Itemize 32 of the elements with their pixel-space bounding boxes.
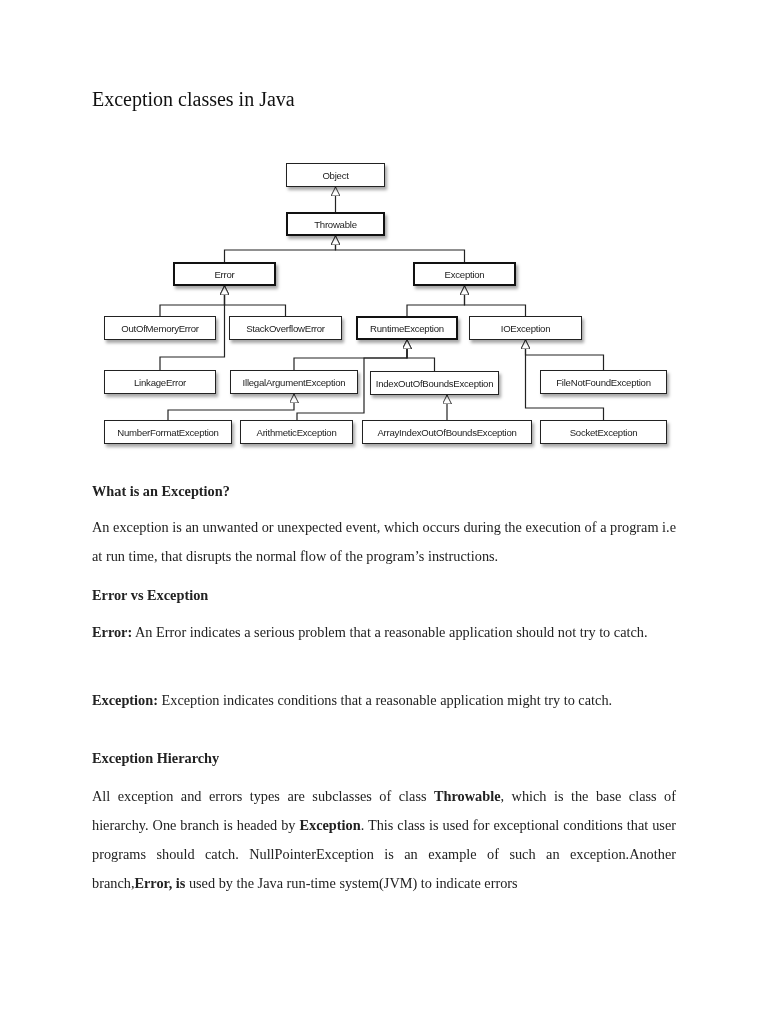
- inheritance-arrow: [167, 393, 299, 421]
- class-box: StackOverflowError: [229, 316, 342, 340]
- section-heading: Exception Hierarchy: [92, 749, 221, 768]
- class-box: OutOfMemoryError: [104, 316, 216, 340]
- paragraph: Error: An Error indicates a serious problem that a reasonable application should not try to catch.: [92, 623, 649, 642]
- class-box: Error: [173, 262, 276, 286]
- paragraph: Exception: Exception indicates conditions that a reasonable application might try to catch.: [92, 691, 614, 710]
- section-heading: Error vs Exception: [92, 586, 210, 605]
- section-heading: What is an Exception?: [92, 482, 231, 501]
- page-title: Exception classes in Java: [92, 88, 295, 111]
- class-box: NumberFormatException: [104, 420, 232, 444]
- inheritance-arrow: [159, 285, 230, 371]
- inheritance-arrow: [330, 186, 341, 213]
- inheritance-arrow: [520, 339, 605, 421]
- class-box: IllegalArgumentException: [230, 370, 358, 394]
- class-box: Exception: [413, 262, 516, 286]
- class-box: LinkageError: [104, 370, 216, 394]
- class-box: RuntimeException: [356, 316, 458, 340]
- class-box: Throwable: [286, 212, 385, 236]
- inheritance-arrow: [296, 339, 412, 421]
- class-box: SocketException: [540, 420, 667, 444]
- class-box: ArithmeticException: [240, 420, 353, 444]
- class-box: IOException: [469, 316, 582, 340]
- inheritance-arrow: [459, 285, 527, 317]
- class-box: ArrayIndexOutOfBoundsException: [362, 420, 532, 444]
- inheritance-arrow: [442, 394, 452, 421]
- class-box: IndexOutOfBoundsException: [370, 371, 499, 395]
- inheritance-arrow: [330, 235, 466, 263]
- paragraph: All exception and errors types are subclasses of class Throwable, which is the base class of hierarchy. One branch is headed by Exception. This class is used for exceptional conditions that user programs should catch. NullPointerException is an example of such an exception.Another branch,Error, is used by the Java run-time system(JVM) to indicate errors: [92, 787, 676, 893]
- class-box: Object: [286, 163, 385, 187]
- class-box: FileNotFoundException: [540, 370, 667, 394]
- paragraph: An exception is an unwanted or unexpected event, which occurs during the execution of a program i.e at run time, that disrupts the normal flow of the program’s instructions.: [92, 518, 676, 566]
